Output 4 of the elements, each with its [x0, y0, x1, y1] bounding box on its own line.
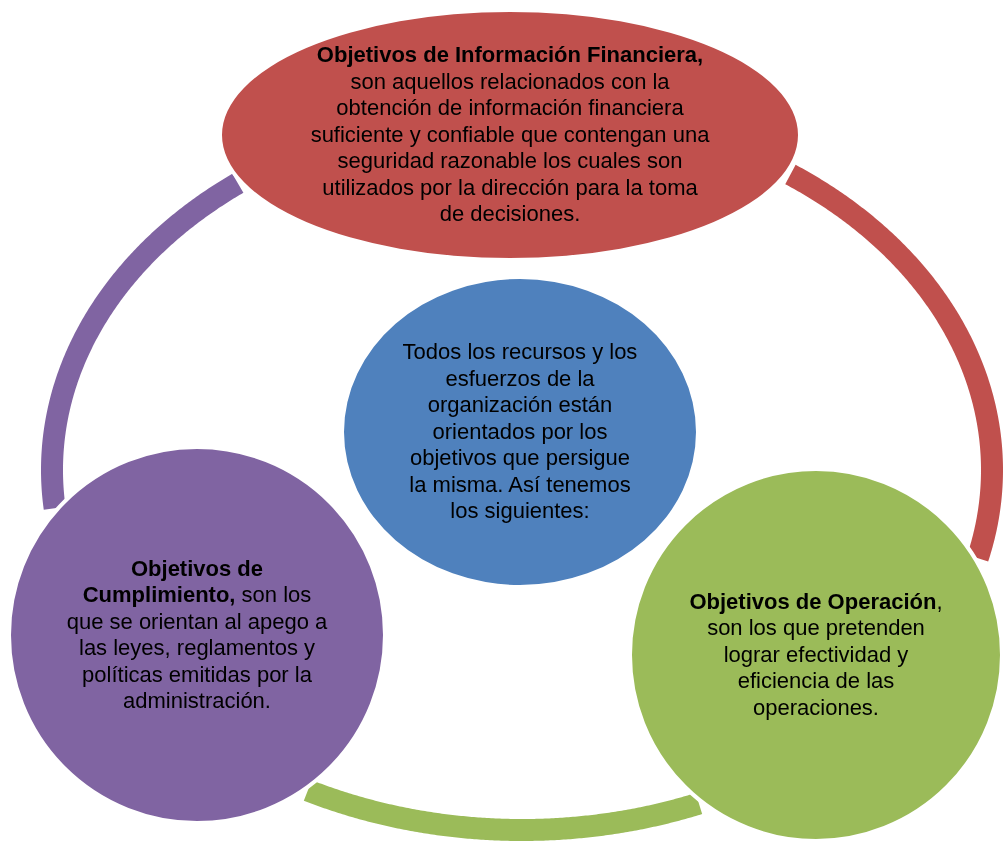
node-text: Objetivos de Cumplimiento, son los que se orientan al apego a las leyes, reglamentos y políticas emitidas por la administración.: [66, 555, 328, 715]
node-text: Objetivos de Operación, son los que pretenden lograr efectividad y eficiencia de las operaciones.: [688, 588, 944, 722]
node-text: Objetivos de Información Financiera, son aquellos relacionados con la obtención de información financiera suficiente y confiable que contengan una seguridad razonable los cuales son utilizados por la dirección para la toma de decisiones.: [309, 42, 711, 228]
node-text: Todos los recursos y los esfuerzos de la organización están orientados por los objetivos que persigue la misma. Así tenemos los siguientes:: [401, 339, 639, 525]
